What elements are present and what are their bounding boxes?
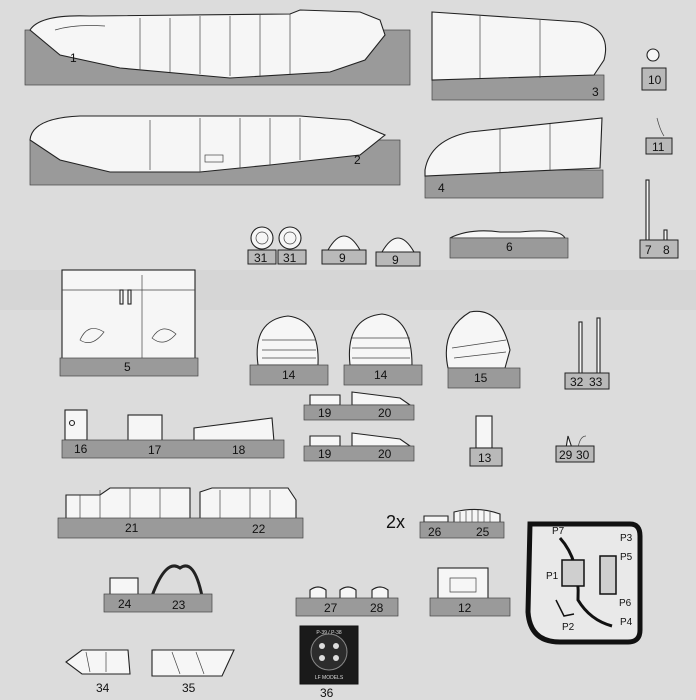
part-label-25: 25 — [476, 525, 490, 539]
part-label-15: 15 — [474, 371, 488, 385]
pe-label-p6: P6 — [619, 598, 632, 609]
part-label-5: 5 — [124, 360, 131, 374]
part-label-18: 18 — [232, 443, 246, 457]
pe-label-p5: P5 — [620, 552, 633, 563]
part-3-wing-upper: 3 — [431, 11, 607, 101]
part-label-14b: 14 — [374, 368, 388, 382]
part-label-22: 22 — [252, 522, 266, 536]
decal-title: P-39 / P-38 — [316, 630, 342, 636]
part-label-29: 29 — [559, 448, 573, 462]
part-14-left: 14 — [249, 315, 329, 386]
part-11: 11 — [645, 117, 673, 155]
parts-32-33: 32 33 — [564, 317, 610, 390]
part-label-20b: 20 — [378, 447, 392, 461]
pe-label-p1: P1 — [546, 571, 559, 582]
part-label-17: 17 — [148, 443, 162, 457]
part-label-33: 33 — [589, 375, 603, 389]
maker-logo: LF MODELS — [315, 675, 344, 681]
part-label-2: 2 — [354, 153, 361, 167]
part-label-9b: 9 — [392, 253, 399, 267]
part-label-16: 16 — [74, 442, 88, 456]
parts-27-28: 27 28 — [295, 586, 399, 617]
part-35-canopy: 35 — [151, 649, 235, 695]
part-label-20a: 20 — [378, 406, 392, 420]
part-label-10: 10 — [648, 73, 662, 87]
part-13: 13 — [469, 415, 503, 467]
parts-7-8: 7 8 — [639, 179, 679, 259]
part-label-34: 34 — [96, 681, 110, 695]
part-label-1: 1 — [70, 51, 77, 65]
part-label-30: 30 — [576, 448, 590, 462]
part-36-instrument-decal: P-39 / P-38 LF MODELS 36 — [299, 625, 359, 700]
part-label-32: 32 — [570, 375, 584, 389]
part-label-3: 3 — [592, 85, 599, 99]
part-10: 10 — [641, 48, 667, 91]
part-label-11: 11 — [652, 140, 665, 154]
part-4-wing-lower: 4 — [424, 117, 604, 199]
pe-label-p3: P3 — [620, 533, 633, 544]
part-label-26: 26 — [428, 525, 442, 539]
part-1-fuselage-left: 1 — [24, 9, 411, 86]
part-label-12: 12 — [458, 601, 472, 615]
part-label-35: 35 — [182, 681, 196, 695]
parts-26-25: 2x 26 25 — [386, 508, 505, 539]
part-14-right: 14 — [343, 313, 423, 386]
pe-label-p4: P4 — [620, 617, 633, 628]
parts-19-20-top: 19 20 — [303, 391, 415, 421]
photoetch-fret: P7 P3 P5 P1 P6 P2 P4 — [525, 521, 643, 645]
part-label-6: 6 — [506, 240, 513, 254]
part-15: 15 — [445, 310, 521, 389]
part-label-9a: 9 — [339, 251, 346, 265]
part-label-23: 23 — [172, 598, 186, 612]
part-label-31a: 31 — [254, 251, 268, 265]
part-5-fuselage-bulkhead: 5 — [59, 269, 199, 377]
part-label-8: 8 — [663, 243, 670, 257]
part-label-24: 24 — [118, 597, 132, 611]
part-label-13: 13 — [478, 451, 492, 465]
part-label-4: 4 — [438, 181, 445, 195]
multiplier-label: 2x — [386, 512, 405, 532]
part-34-canopy: 34 — [65, 649, 131, 695]
part-12: 12 — [429, 567, 511, 617]
parts-24-23: 24 23 — [103, 564, 213, 613]
pe-label-p7: P7 — [552, 526, 565, 537]
pe-label-p2: P2 — [562, 622, 575, 633]
part-2-fuselage-right: 2 — [29, 115, 401, 186]
part-label-19a: 19 — [318, 406, 332, 420]
part-label-28: 28 — [370, 601, 384, 615]
parts-31: 31 31 — [247, 226, 307, 265]
parts-16-17-18: 16 17 18 — [61, 409, 285, 459]
part-label-21: 21 — [125, 521, 139, 535]
parts-29-30: 29 30 — [555, 435, 595, 463]
part-label-7: 7 — [645, 243, 652, 257]
parts-9: 9 9 — [321, 235, 421, 267]
part-label-31b: 31 — [283, 251, 297, 265]
part-label-19b: 19 — [318, 447, 332, 461]
part-6: 6 — [449, 230, 569, 259]
part-label-36: 36 — [320, 686, 334, 700]
parts-19-20-bottom: 19 20 — [303, 432, 415, 462]
part-label-27: 27 — [324, 601, 338, 615]
part-label-14a: 14 — [282, 368, 296, 382]
parts-21-22-floor: 21 22 — [57, 487, 304, 539]
